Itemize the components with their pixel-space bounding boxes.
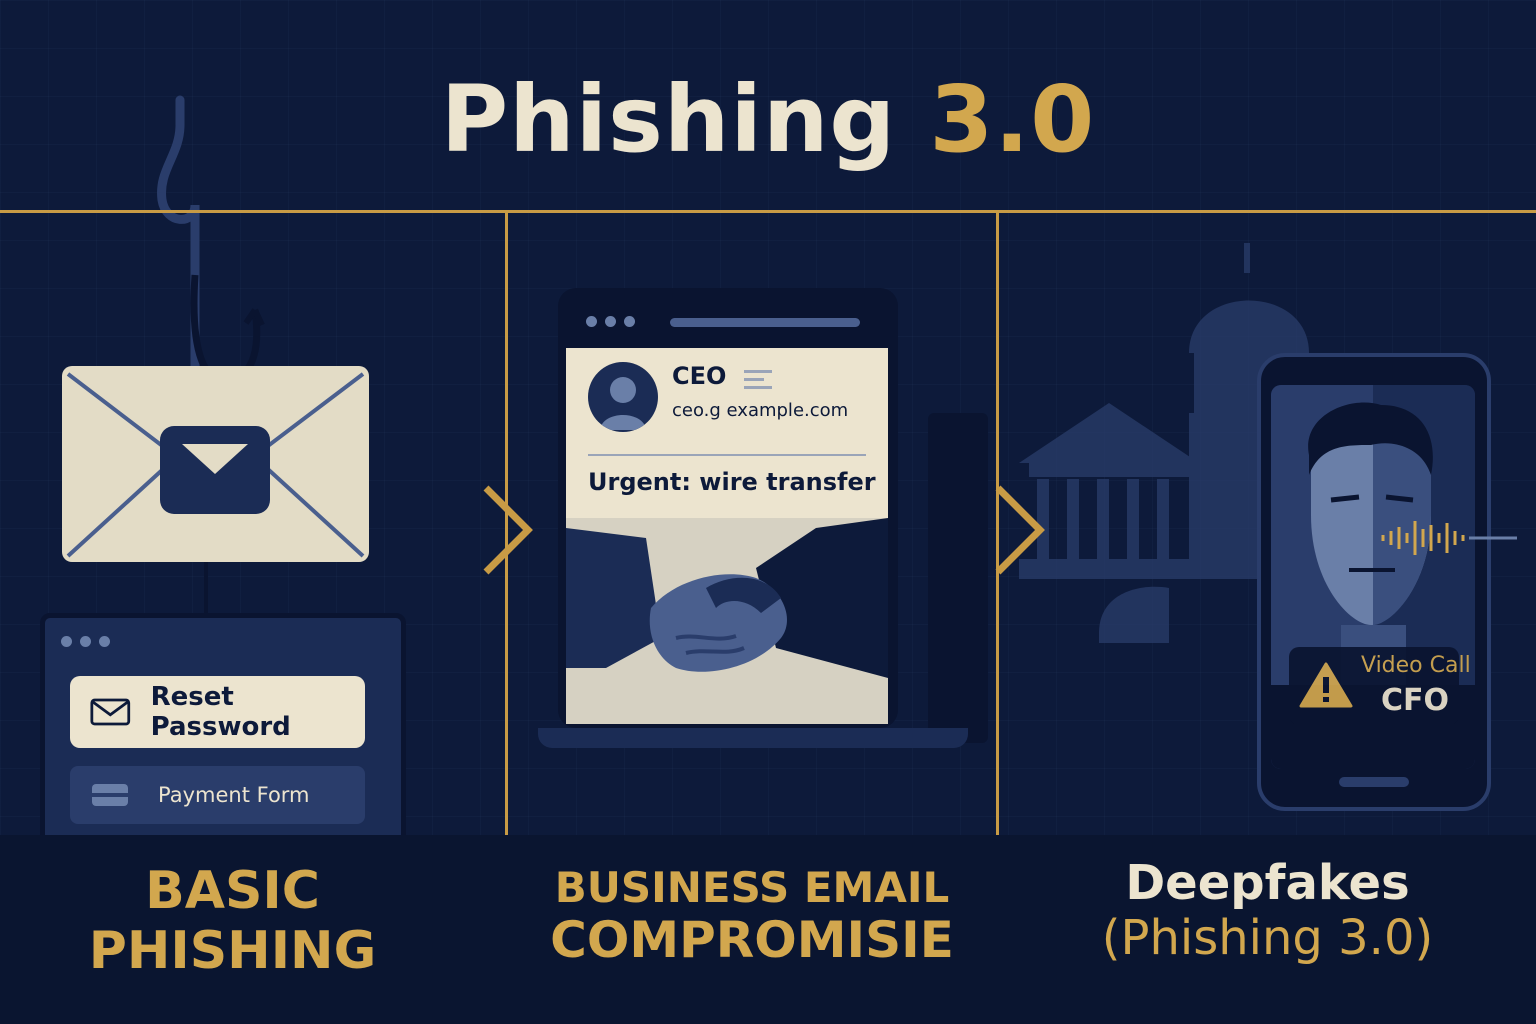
video-call-screen: Video Call CFO: [1271, 385, 1475, 769]
window-controls: [61, 636, 110, 647]
payment-form-label: Payment Form: [158, 783, 310, 807]
email-subject: Urgent: wire transfer: [588, 468, 876, 496]
reset-password-button[interactable]: Reset Password: [70, 676, 365, 748]
panel-deepfakes: Video Call CFO: [999, 213, 1536, 835]
phone-device: Video Call CFO: [1257, 353, 1491, 811]
reset-password-label: Reset Password: [150, 682, 291, 742]
label-deepfakes-line1: Deepfakes: [1125, 855, 1410, 911]
login-window: Reset Password Payment Form: [40, 613, 406, 835]
page-title: Phishing 3.0: [0, 70, 1536, 170]
card-icon: [92, 784, 128, 806]
title-main: Phishing: [440, 66, 897, 173]
chevron-right-icon: [483, 485, 533, 575]
video-call-badge[interactable]: Video Call CFO: [1289, 647, 1471, 725]
caller-name: CFO: [1381, 683, 1450, 718]
email-view: CEO ceo.g example.com Urgent: wire trans…: [566, 348, 888, 724]
label-basic-line1: BASIC: [145, 861, 320, 921]
audio-wave-icon: [1381, 521, 1517, 555]
laptop-back: [928, 413, 988, 743]
label-deepfakes-line2: (Phishing 3.0): [1101, 910, 1434, 967]
sender-email: ceo.g example.com: [672, 400, 849, 421]
email-device: CEO ceo.g example.com Urgent: wire trans…: [558, 288, 898, 728]
panel-basic-phishing: Reset Password Payment Form: [0, 213, 505, 835]
label-band: [0, 835, 1536, 1024]
envelope-icon: [62, 366, 369, 562]
handshake-icon: [566, 518, 888, 724]
label-deepfakes: Deepfakes (Phishing 3.0): [999, 855, 1536, 967]
menu-lines: [744, 370, 772, 389]
address-bar: [670, 318, 860, 327]
label-bec: BUSINESS EMAIL COMPROMISIE: [508, 863, 996, 970]
panel-business-email-compromise: CEO ceo.g example.com Urgent: wire trans…: [508, 213, 996, 835]
column-divider-2: [996, 212, 999, 1024]
user-avatar-icon: [588, 362, 658, 432]
email-divider: [588, 454, 866, 456]
column-divider-1: [505, 212, 508, 1024]
label-basic-line2: PHISHING: [88, 920, 377, 981]
mail-icon: [90, 698, 131, 726]
header-divider: [0, 210, 1536, 213]
phone-home-bar: [1339, 777, 1409, 787]
title-accent: 3.0: [929, 66, 1096, 173]
laptop-base: [538, 728, 968, 748]
label-bec-line2: COMPROMISIE: [550, 911, 954, 970]
warning-icon: [1299, 662, 1353, 708]
call-type: Video Call: [1361, 653, 1471, 678]
window-controls: [586, 316, 635, 327]
payment-form-button[interactable]: Payment Form: [70, 766, 365, 824]
sender-name: CEO: [672, 362, 727, 390]
label-basic-phishing: BASIC PHISHING: [0, 861, 465, 982]
chevron-right-icon: [995, 485, 1045, 575]
label-bec-line1: BUSINESS EMAIL: [554, 863, 950, 912]
